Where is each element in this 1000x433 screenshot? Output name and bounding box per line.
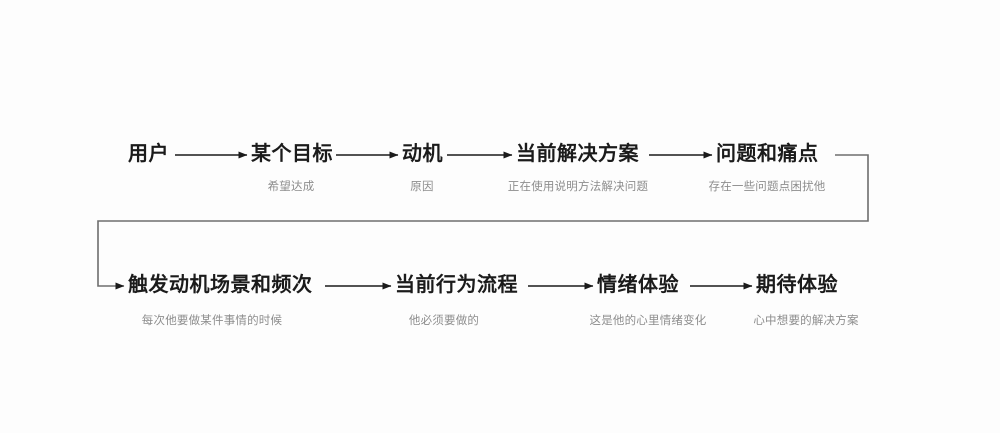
node-title-user[interactable]: 用户	[128, 143, 169, 165]
node-subtitle-trigger-scene-frequency: 每次他要做某件事情的时候	[141, 315, 283, 327]
node-subtitle-problems-pains: 存在一些问题点困扰他	[708, 181, 826, 193]
node-title-current-behavior-flow[interactable]: 当前行为流程	[395, 274, 518, 296]
node-subtitle-some-goal: 希望达成	[267, 181, 315, 193]
node-title-expected-experience[interactable]: 期待体验	[756, 274, 838, 296]
node-subtitle-emotional-experience: 这是他的心里情绪变化	[589, 315, 707, 327]
node-subtitle-motivation: 原因	[410, 181, 434, 193]
node-subtitle-current-solution: 正在使用说明方法解决问题	[507, 181, 649, 193]
node-title-some-goal[interactable]: 某个目标	[251, 143, 333, 165]
wrap-connector-problems-to-trigger	[97, 154, 869, 290]
node-subtitle-expected-experience: 心中想要的解决方案	[753, 315, 859, 327]
node-title-current-solution[interactable]: 当前解决方案	[516, 143, 639, 165]
node-title-emotional-experience[interactable]: 情绪体验	[597, 274, 679, 296]
node-title-motivation[interactable]: 动机	[402, 143, 443, 165]
node-title-problems-pains[interactable]: 问题和痛点	[716, 143, 819, 165]
node-title-trigger-scene-frequency[interactable]: 触发动机场景和频次	[128, 274, 313, 296]
node-subtitle-current-behavior-flow: 他必须要做的	[408, 315, 480, 327]
